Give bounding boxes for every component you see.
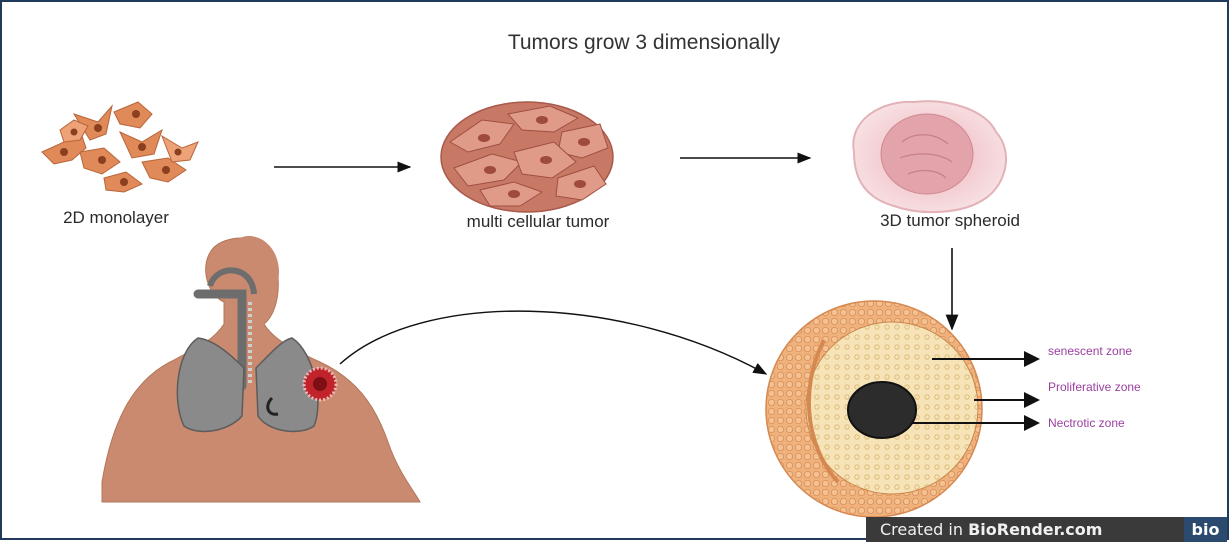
stage-label-3d-tumor-spheroid: 3D tumor spheroid [880, 211, 1020, 230]
human-torso-illustration [102, 236, 420, 502]
multicellular-tumor-illustration [441, 102, 613, 212]
zone-label-necrotic: Nectrotic zone [1048, 416, 1125, 430]
stage-label-multicellular-tumor: multi cellular tumor [467, 212, 610, 231]
diagram-title: Tumors grow 3 dimensionally [508, 31, 781, 54]
biorender-credit: Created in BioRender.com [866, 520, 1102, 539]
biorender-logo: bio [1184, 517, 1227, 542]
arrow-tumor-to-cross-section [340, 311, 766, 374]
zone-label-senescent: senescent zone [1048, 344, 1132, 358]
monolayer-cells-illustration [42, 102, 198, 192]
spheroid-cross-section-illustration [766, 301, 982, 517]
biorender-badge: Created in BioRender.com bio [866, 517, 1227, 542]
tumor-spheroid-illustration [853, 101, 1006, 212]
stage-label-2d-monolayer: 2D monolayer [63, 208, 169, 227]
credit-prefix: Created in [880, 520, 968, 539]
credit-brand: BioRender.com [968, 520, 1102, 539]
zone-label-proliferative: Proliferative zone [1048, 380, 1141, 394]
